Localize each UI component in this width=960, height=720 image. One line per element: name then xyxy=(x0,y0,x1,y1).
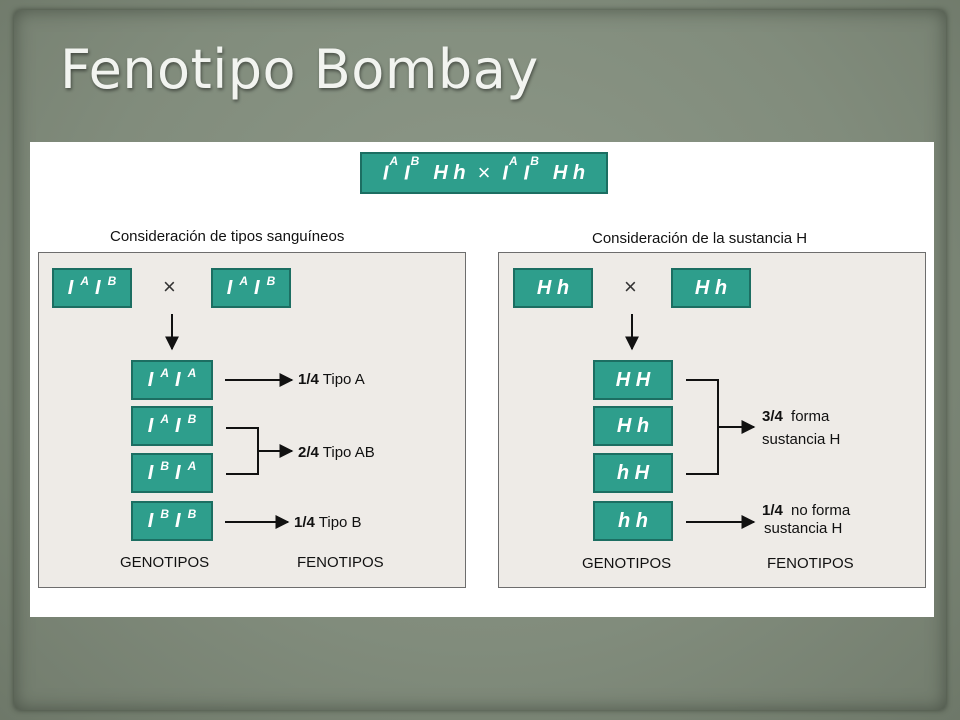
connector-lines xyxy=(165,314,756,529)
left-phenotype-2: 2/4 Tipo AB xyxy=(298,444,375,461)
right-phenotypes-label: FENOTIPOS xyxy=(767,555,854,572)
left-phenotypes-label: FENOTIPOS xyxy=(297,554,384,571)
right-bracket-forma xyxy=(686,379,719,475)
right-genotype-1: H H xyxy=(593,360,673,400)
top-cross-box: IA IB H h × IA IB H h xyxy=(360,152,608,194)
right-panel-heading: Consideración de la sustancia H xyxy=(592,230,808,247)
left-genotypes-label: GENOTIPOS xyxy=(120,554,210,571)
right-panel xyxy=(498,252,926,588)
right-parent-1: H h xyxy=(513,268,593,308)
right-genotype-3: h H xyxy=(593,453,673,493)
right-genotypes-label: GENOTIPOS xyxy=(582,555,672,572)
right-genotype-2: H h xyxy=(593,406,673,446)
allele: H h xyxy=(433,161,466,184)
allele: IB xyxy=(404,153,420,185)
left-panel-heading: Consideración de tipos sanguíneos xyxy=(110,228,345,245)
allele: IA xyxy=(382,153,399,185)
right-times-symbol: × xyxy=(624,274,637,299)
left-bracket-tipo-ab xyxy=(226,427,259,475)
left-times-symbol: × xyxy=(163,274,176,299)
allele: IA xyxy=(502,153,518,185)
times-symbol: × xyxy=(477,160,491,185)
allele: H h xyxy=(552,161,586,184)
allele: IB xyxy=(523,153,539,185)
left-panel xyxy=(38,252,466,588)
right-phenotype-2: 1/4 no forma xyxy=(762,502,851,519)
slide-title: Fenotipo Bombay xyxy=(60,38,539,101)
right-phenotype-1-line2: sustancia H xyxy=(762,431,841,448)
left-phenotype-1: 1/4 Tipo A xyxy=(298,371,365,388)
right-phenotype-2-line2: sustancia H xyxy=(764,520,843,537)
right-phenotype-1: 3/4 forma xyxy=(762,408,830,425)
right-parent-2: H h xyxy=(671,268,751,308)
right-genotype-4: h h xyxy=(593,501,673,541)
diagram-figure: IA IB H h × IA IB H h Consideración de t… xyxy=(30,142,934,617)
left-phenotype-3: 1/4 Tipo B xyxy=(294,514,362,531)
